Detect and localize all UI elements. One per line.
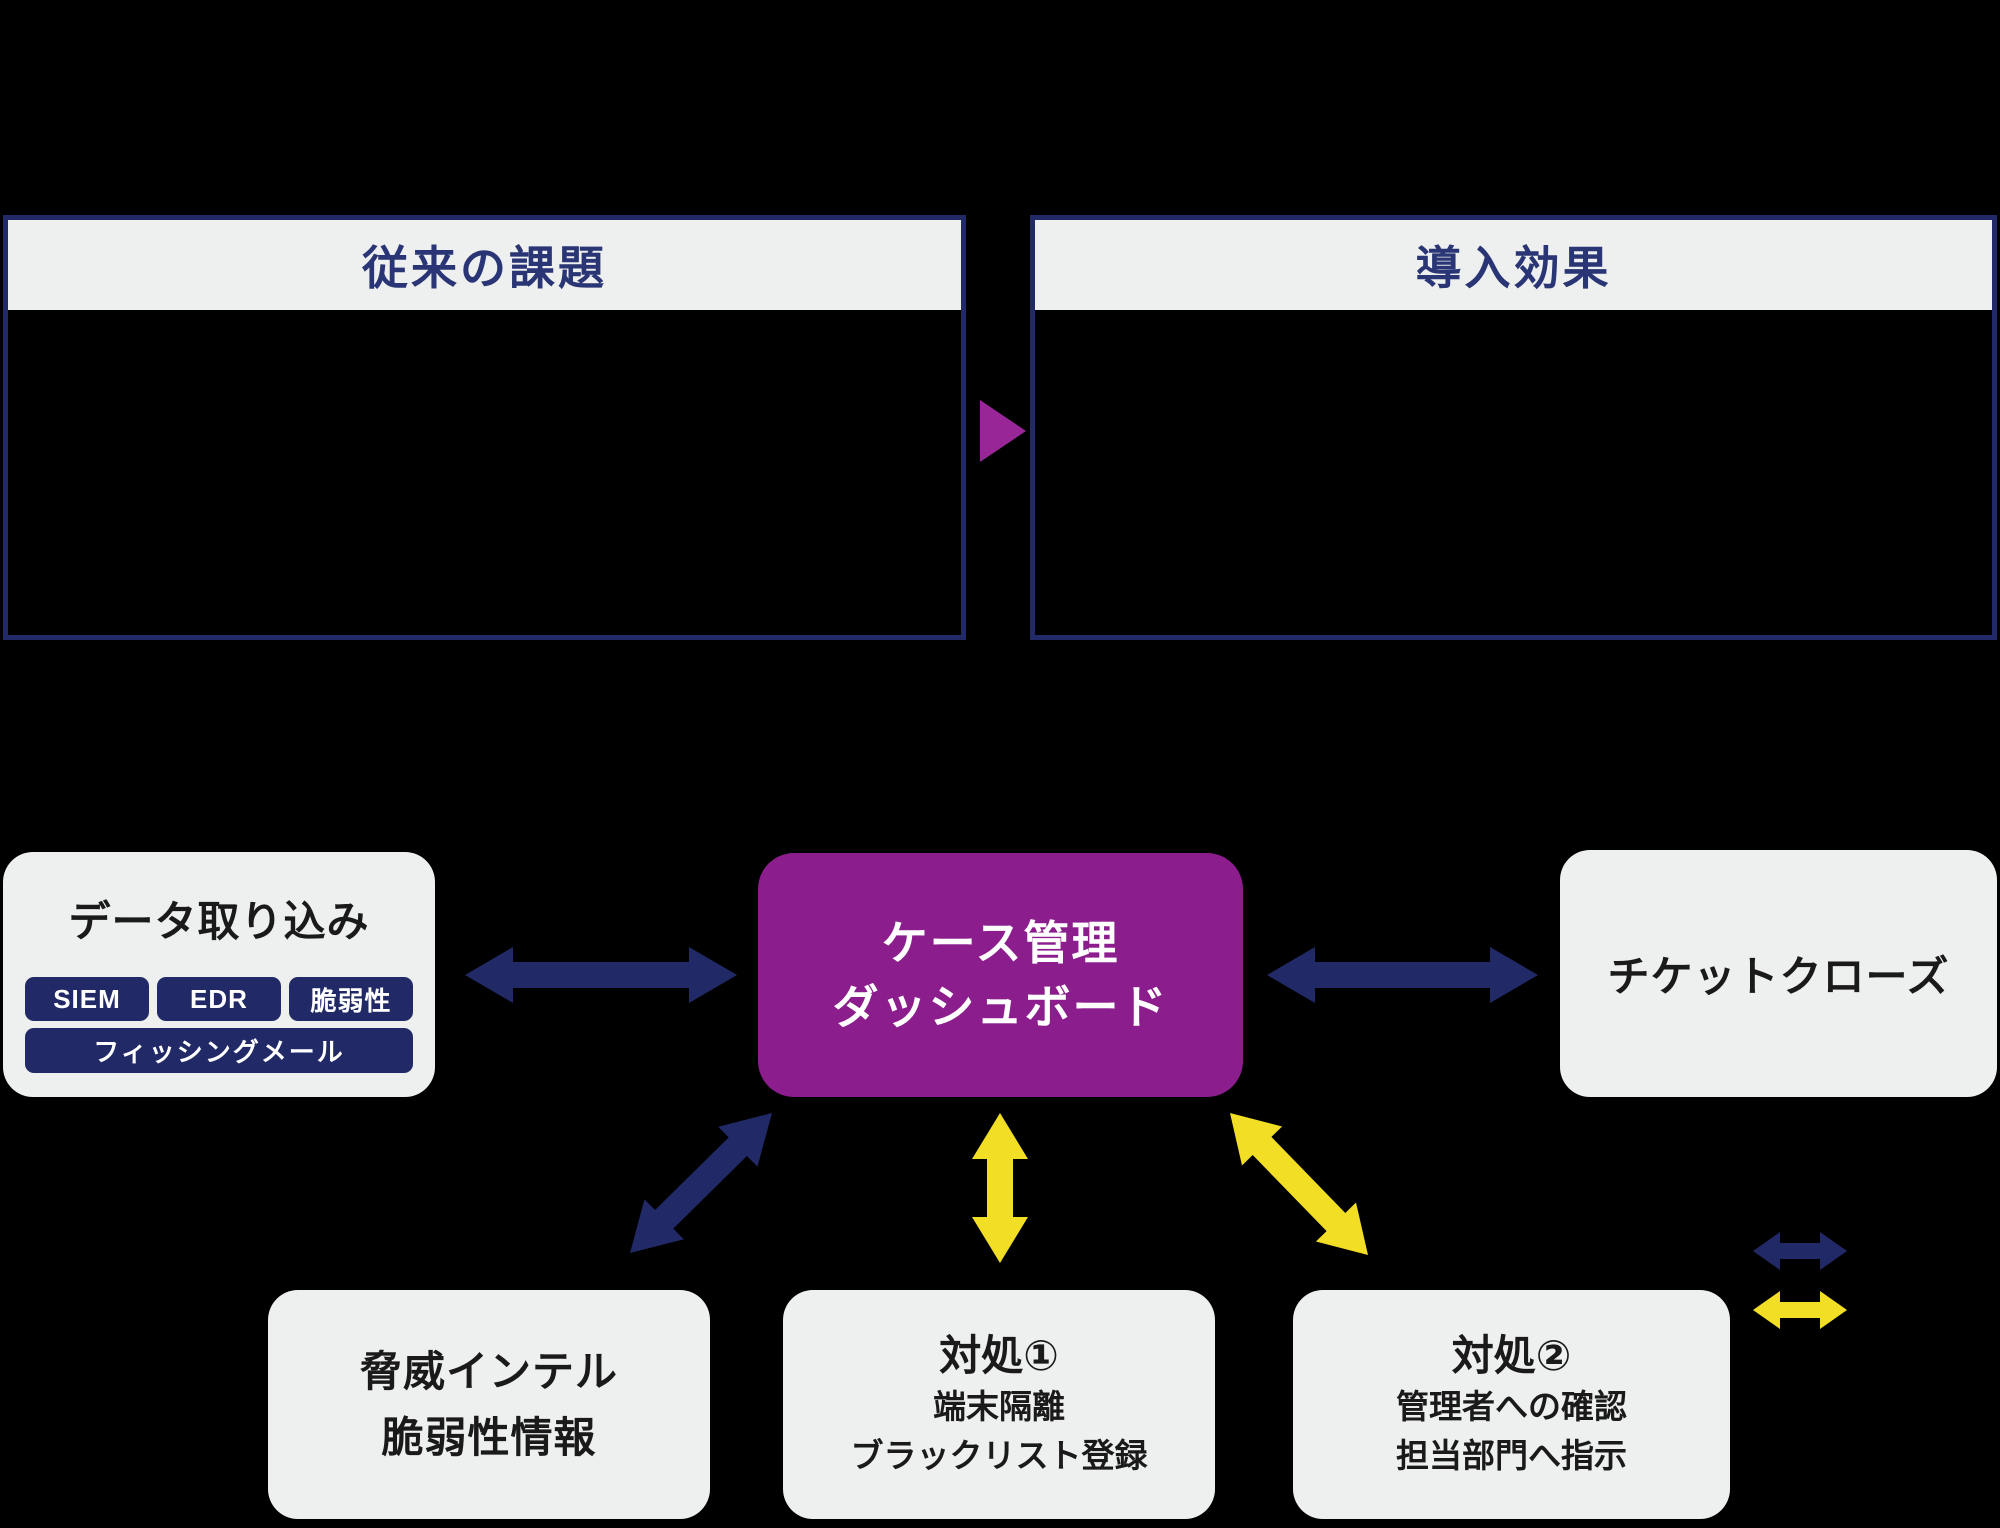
response1-line1: 端末隔離 <box>933 1387 1065 1425</box>
source-pill-edr: EDR <box>157 977 281 1021</box>
panel-traditional-issues: 従来の課題 <box>3 215 966 640</box>
panel-traditional-issues-body <box>8 310 961 635</box>
case-management-dashboard-card: ケース管理 ダッシュボード <box>758 853 1243 1097</box>
response2-title: 対処② <box>1451 1331 1572 1379</box>
panel-introduction-effects: 導入効果 <box>1030 215 1997 640</box>
response1-title: 対処① <box>939 1331 1059 1379</box>
ticket-close-title: チケットクローズ <box>1607 953 1950 1000</box>
threat-intel-line1: 脅威インテル <box>359 1348 618 1396</box>
arrow-dashboard-response2 <box>1230 1113 1368 1255</box>
response2-card: 対処② 管理者への確認 担当部門へ指示 <box>1293 1290 1730 1519</box>
source-pill-siem: SIEM <box>25 977 149 1021</box>
arrow-dashboard-threat <box>630 1113 772 1253</box>
panel-traditional-issues-title: 従来の課題 <box>8 220 961 310</box>
arrow-dashboard-response1 <box>972 1113 1028 1263</box>
dashboard-title-line2: ダッシュボード <box>832 981 1169 1033</box>
data-ingest-title: データ取り込み <box>68 898 370 945</box>
source-pill-vulnerability: 脆弱性 <box>289 977 413 1021</box>
panel-introduction-effects-title: 導入効果 <box>1035 220 1992 310</box>
data-ingest-card: データ取り込み SIEM EDR 脆弱性 フィッシングメール <box>3 852 435 1097</box>
response1-card: 対処① 端末隔離 ブラックリスト登録 <box>783 1290 1215 1519</box>
panel-introduction-effects-body <box>1035 310 1992 635</box>
ticket-close-card: チケットクローズ <box>1560 850 1997 1097</box>
threat-intel-card: 脅威インテル 脆弱性情報 <box>268 1290 710 1519</box>
response1-line2: ブラックリスト登録 <box>850 1436 1148 1474</box>
arrow-dashboard-ticket <box>1267 947 1538 1003</box>
panel-transition-arrow-icon <box>980 400 1026 462</box>
dashboard-title-line1: ケース管理 <box>881 916 1120 969</box>
response2-line2: 担当部門へ指示 <box>1396 1436 1627 1474</box>
source-pill-phishing-mail: フィッシングメール <box>25 1028 413 1073</box>
legend-yellow-arrow-icon <box>1753 1291 1847 1329</box>
response2-line1: 管理者への確認 <box>1396 1387 1627 1425</box>
arrow-ingest-dashboard <box>465 947 737 1003</box>
data-ingest-source-row: SIEM EDR 脆弱性 <box>25 977 413 1021</box>
threat-intel-line2: 脆弱性情報 <box>381 1413 597 1461</box>
legend-navy-arrow-icon <box>1753 1232 1847 1270</box>
